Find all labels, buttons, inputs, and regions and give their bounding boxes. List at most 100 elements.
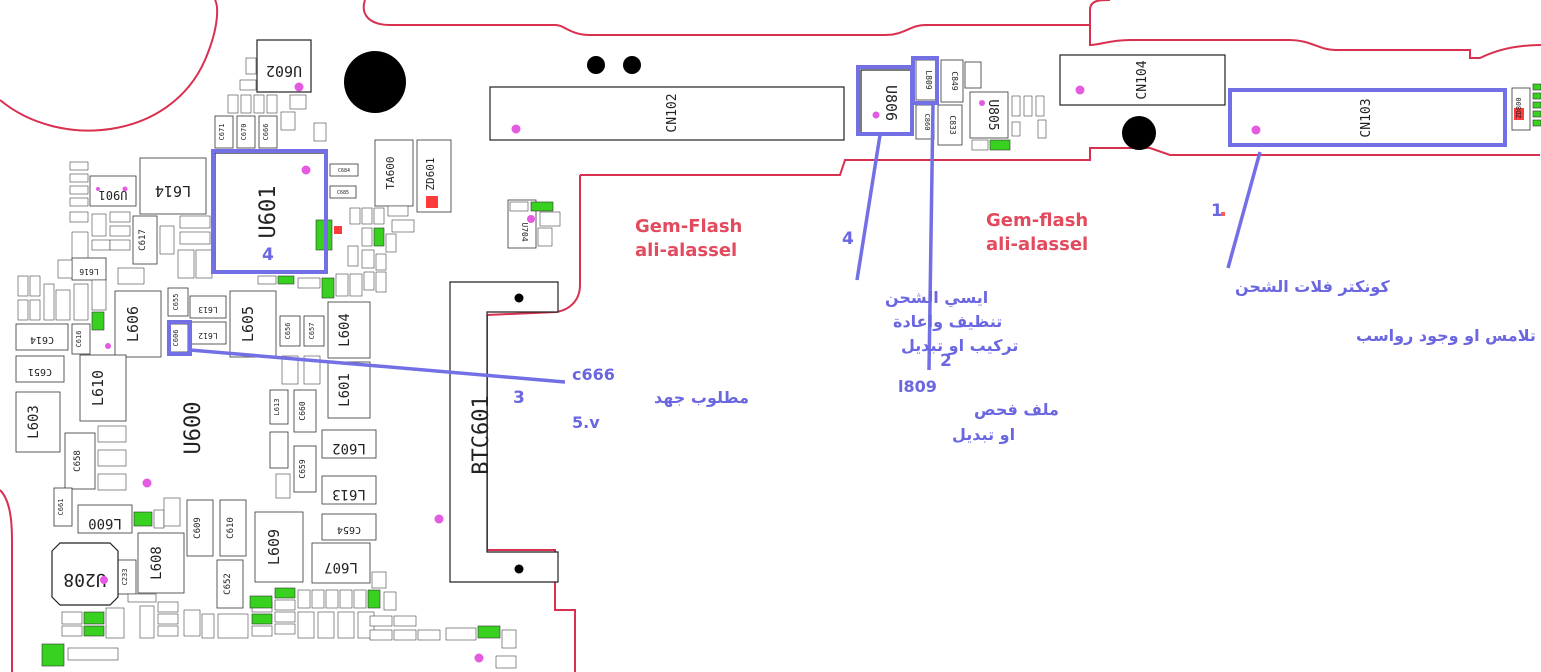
bottom-smd bbox=[41, 571, 517, 669]
svg-text:كونكتر فلات الشحن: كونكتر فلات الشحن bbox=[1235, 277, 1390, 296]
svg-text:C860: C860 bbox=[923, 114, 931, 131]
svg-text:L605: L605 bbox=[239, 306, 257, 342]
svg-text:c666: c666 bbox=[572, 365, 615, 384]
svg-text:L607: L607 bbox=[324, 559, 358, 575]
svg-text:L606: L606 bbox=[124, 306, 142, 342]
svg-text:تنظيف واعادة: تنظيف واعادة bbox=[893, 312, 1002, 331]
svg-text:L609: L609 bbox=[265, 529, 283, 565]
svg-text:L616: L616 bbox=[79, 267, 98, 276]
svg-text:C670: C670 bbox=[240, 124, 248, 141]
svg-text:C610: C610 bbox=[226, 517, 236, 539]
svg-text:U704: U704 bbox=[520, 222, 529, 241]
annotation-2: 2 l809 ملف فحص او تبديل bbox=[898, 351, 1059, 444]
svg-text:L614: L614 bbox=[155, 182, 191, 200]
svg-text:تأكد من عدم تلامس او وجود رواس: تأكد من عدم تلامس او وجود رواسب bbox=[1356, 325, 1541, 345]
svg-text:L610: L610 bbox=[89, 370, 107, 406]
annotation-3: 3 c666 مطلوب جهد 5.v bbox=[513, 365, 749, 432]
svg-text:C617: C617 bbox=[138, 229, 148, 251]
svg-text:L613: L613 bbox=[273, 399, 281, 416]
svg-text:ZD800: ZD800 bbox=[1515, 97, 1523, 118]
svg-text:C616: C616 bbox=[75, 331, 83, 348]
svg-text:C849: C849 bbox=[950, 71, 959, 90]
svg-text:C657: C657 bbox=[308, 323, 316, 340]
left-components: L614 U901 C617 L616 C614 bbox=[15, 157, 377, 609]
connector-cn103: CN103 bbox=[1229, 89, 1506, 146]
svg-text:U601: U601 bbox=[256, 186, 281, 239]
svg-text:U805: U805 bbox=[985, 99, 1000, 130]
svg-text:C660: C660 bbox=[298, 401, 307, 420]
svg-text:Gem-flash: Gem-flash bbox=[986, 210, 1088, 231]
ta600-zd601: TA600 ZD601 C684 C685 bbox=[257, 139, 452, 299]
u601-area: U601 C671 C670 C666 bbox=[214, 115, 342, 272]
svg-text:L601: L601 bbox=[337, 373, 353, 407]
svg-text:C833: C833 bbox=[948, 115, 957, 134]
connector-cn104: CN104 bbox=[1059, 54, 1226, 106]
svg-text:L600: L600 bbox=[88, 515, 122, 531]
svg-text:ali-alassel: ali-alassel bbox=[635, 240, 737, 261]
svg-text:L809: L809 bbox=[924, 70, 933, 89]
svg-text:4: 4 bbox=[262, 245, 274, 265]
annotation-4: 4 4 ايسي الشحن تنظيف واعادة تركيب او تبد… bbox=[262, 229, 1018, 355]
svg-text:L613: L613 bbox=[332, 486, 366, 502]
test-points bbox=[96, 82, 1261, 663]
svg-text:4: 4 bbox=[842, 229, 854, 249]
svg-text:C661: C661 bbox=[57, 499, 65, 516]
svg-text:L603: L603 bbox=[26, 405, 42, 439]
u602-area: U602 bbox=[227, 39, 327, 142]
connector-cn102: CN102 bbox=[489, 86, 845, 141]
svg-text:C659: C659 bbox=[298, 459, 307, 478]
svg-text:L613: L613 bbox=[198, 305, 217, 314]
svg-text:ايسي الشحن: ايسي الشحن bbox=[885, 288, 988, 308]
svg-text:C684: C684 bbox=[338, 168, 350, 174]
watermark-right: Gem-flash ali-alassel bbox=[986, 210, 1088, 255]
svg-text:C654: C654 bbox=[337, 524, 361, 535]
u600-label: U600 bbox=[181, 402, 206, 455]
svg-text:C606: C606 bbox=[172, 330, 180, 347]
svg-text:CN102: CN102 bbox=[665, 93, 680, 132]
annotation-1: 1 كونكتر فلات الشحن تأكد من عدم تلامس او… bbox=[1211, 201, 1541, 345]
u806-area: U806 L809 C849 C860 C833 U805 bbox=[860, 59, 1047, 151]
svg-text:BTC601: BTC601 bbox=[469, 395, 494, 474]
svg-text:C671: C671 bbox=[218, 124, 226, 141]
svg-text:3: 3 bbox=[513, 388, 525, 408]
svg-text:L604: L604 bbox=[337, 313, 353, 347]
svg-text:مطلوب جهد: مطلوب جهد bbox=[654, 388, 749, 407]
svg-text:C651: C651 bbox=[28, 366, 52, 377]
svg-text:Gem-Flash: Gem-Flash bbox=[635, 216, 742, 237]
svg-text:C655: C655 bbox=[172, 294, 180, 311]
highlight-markers bbox=[167, 56, 1507, 384]
svg-text:ملف فحص: ملف فحص bbox=[974, 400, 1059, 419]
svg-text:C609: C609 bbox=[193, 517, 203, 539]
svg-text:CN104: CN104 bbox=[1135, 60, 1150, 99]
svg-text:C656: C656 bbox=[284, 323, 292, 340]
svg-text:او تبديل: او تبديل bbox=[952, 425, 1015, 444]
svg-text:CN103: CN103 bbox=[1359, 98, 1374, 137]
svg-text:ali-alassel: ali-alassel bbox=[986, 234, 1088, 255]
svg-text:C685: C685 bbox=[337, 190, 349, 196]
zd800: ZD800 bbox=[1511, 83, 1541, 131]
svg-text:2: 2 bbox=[940, 351, 952, 371]
svg-text:U602: U602 bbox=[266, 62, 302, 80]
svg-text:C614: C614 bbox=[30, 334, 54, 345]
svg-text:5.v: 5.v bbox=[572, 413, 600, 432]
svg-text:1: 1 bbox=[1211, 201, 1223, 221]
svg-text:L612: L612 bbox=[198, 331, 217, 340]
svg-text:L602: L602 bbox=[332, 440, 366, 456]
svg-text:TA600: TA600 bbox=[384, 156, 397, 189]
svg-text:U901: U901 bbox=[99, 188, 128, 202]
svg-text:U208: U208 bbox=[63, 569, 106, 590]
svg-text:C658: C658 bbox=[73, 450, 83, 472]
svg-text:تركيب او تبديل: تركيب او تبديل bbox=[901, 336, 1018, 355]
svg-text:U806: U806 bbox=[882, 85, 900, 121]
svg-text:C233: C233 bbox=[121, 569, 129, 586]
svg-text:l809: l809 bbox=[898, 377, 937, 396]
battery-connector-btc601: BTC601 bbox=[449, 281, 559, 583]
svg-text:L608: L608 bbox=[149, 546, 165, 580]
svg-text:ZD601: ZD601 bbox=[424, 157, 437, 190]
svg-text:C666: C666 bbox=[262, 124, 270, 141]
u704-area: U704 bbox=[507, 199, 561, 249]
watermark-left: Gem-Flash ali-alassel bbox=[635, 216, 742, 261]
svg-text:C652: C652 bbox=[223, 573, 233, 595]
